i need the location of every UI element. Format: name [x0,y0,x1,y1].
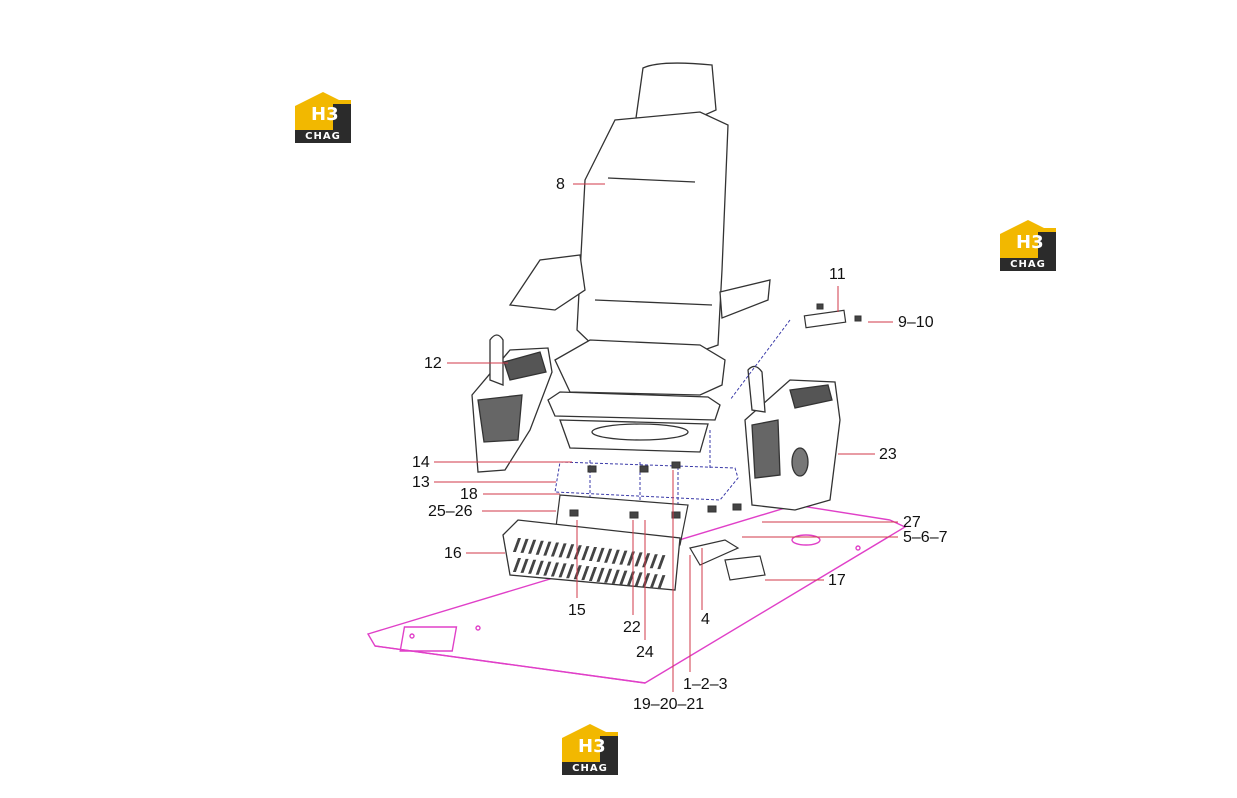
logo-monogram: H3 [311,104,339,125]
grille-slot [642,573,651,588]
callout-4: 4 [701,611,710,628]
bolts [569,303,862,519]
callout-17: 17 [828,572,846,589]
logo-monogram: H3 [578,736,606,757]
grille-slot [558,543,567,558]
callout-11: 11 [829,266,846,283]
leader-lines [434,183,898,692]
callout-22: 22 [623,619,641,636]
callout-25-26: 25–26 [428,503,473,520]
grille-slot [657,555,666,570]
grille-slot [604,548,613,563]
grille-slot [634,552,643,567]
grille-slot [512,558,521,572]
logo-wordmark: CHAG [295,130,351,143]
grille-slot [596,547,605,562]
grille-slot [512,538,521,552]
grille-slot [566,544,575,559]
grille-slot [520,558,529,573]
grille-slot [604,568,613,583]
grille-slot [528,539,537,554]
house-icon [562,724,618,766]
logo-monogram: H3 [1016,232,1044,253]
grille-slot [535,560,544,575]
grille-cover [502,519,681,591]
grille-slot [543,561,552,576]
grille-slot [642,553,651,568]
right-console [744,365,841,511]
grille-slot [649,554,658,569]
grille-slot [634,572,643,587]
grille-slot [588,547,597,561]
callout-23: 23 [879,446,897,463]
callout-14: 14 [412,454,430,471]
grille-slot [649,574,658,589]
grille-slot [611,549,620,564]
grille-slot [596,567,605,582]
callout-15: 15 [568,602,586,619]
brand-logo: H3 CHAG [291,90,355,148]
grille-slot [619,570,628,585]
brand-logo: H3 CHAG [996,218,1060,276]
house-icon [1000,220,1056,262]
callout-16: 16 [444,545,462,562]
grille-slot [573,545,582,560]
callout-8: 8 [556,176,565,193]
grille-slot [558,563,567,578]
callout-9-10: 9–10 [898,314,934,331]
callout-18: 18 [460,486,478,503]
grille-slot [566,564,575,579]
seat-body [508,62,771,453]
grille-slot [520,538,529,553]
grille-slot [573,565,582,580]
grille-slot [588,567,597,581]
callout-1-2-3: 1–2–3 [683,676,728,693]
grille-slot [611,569,620,584]
grille-slot [535,540,544,555]
callout-13: 13 [412,474,430,491]
callout-27: 27 [903,514,921,531]
callout-19-20-21: 19–20–21 [633,696,705,713]
grille-slot [581,546,590,561]
callout-24: 24 [636,644,654,661]
grille-slot [619,550,628,565]
grille-slot [581,566,590,581]
house-icon [295,92,351,134]
logo-wordmark: CHAG [562,762,618,775]
logo-wordmark: CHAG [1000,258,1056,271]
grille-slot [550,562,559,577]
grille-slot [528,559,537,574]
left-console [471,334,553,473]
callout-12: 12 [424,355,442,372]
grille-slot [543,541,552,556]
brand-logo: H3 CHAG [558,722,622,780]
grille-slot [550,542,559,557]
callout-5-6-7: 5–6–7 [903,529,948,546]
grille-slot [657,575,666,590]
